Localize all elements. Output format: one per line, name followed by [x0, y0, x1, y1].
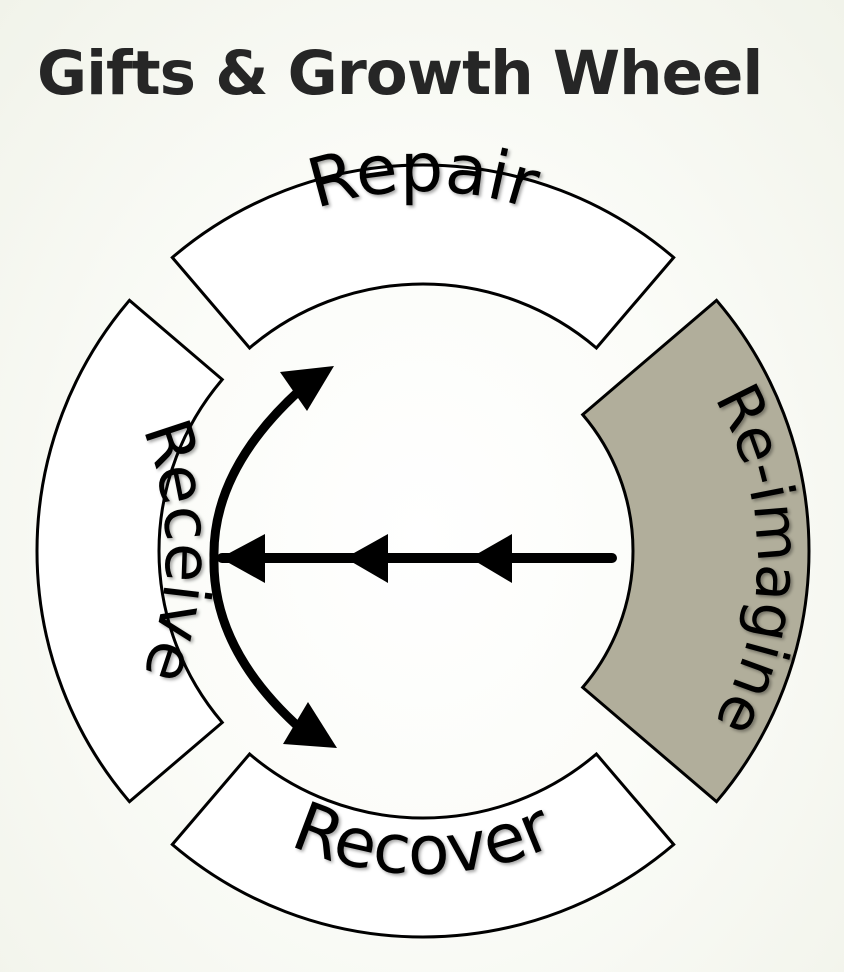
chevron-arrow-icon [470, 534, 512, 583]
segment-receive[interactable]: Receive [35, 298, 225, 804]
arrow-up-icon [280, 366, 334, 411]
arrow-down-icon [283, 702, 337, 748]
flow-arrows [209, 366, 617, 748]
curved-arrow-line [209, 386, 305, 734]
page-title: Gifts & Growth Wheel [37, 38, 763, 109]
chevron-arrow-icon [220, 534, 265, 583]
segment-reimagine[interactable]: Re-imagine [580, 298, 814, 804]
chevron-arrow-icon [345, 534, 388, 583]
segment-repair[interactable]: Repair [170, 129, 676, 351]
segment-recover[interactable]: Recover [170, 751, 676, 939]
